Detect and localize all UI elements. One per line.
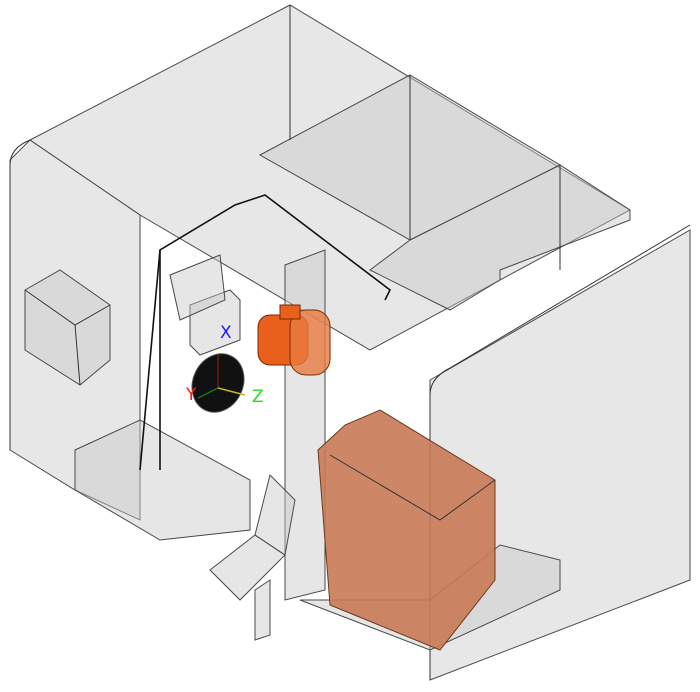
column (284, 249, 326, 601)
front-housing-corner (429, 224, 691, 680)
side-window (24, 269, 111, 386)
tool-changer (189, 289, 241, 356)
tool-holder (169, 254, 226, 321)
x-axis-label: X (220, 323, 232, 343)
roof-step (369, 164, 631, 311)
enclosure-rounded-corner (9, 139, 31, 450)
cabinet-edge (329, 454, 496, 521)
door-frame (139, 194, 392, 471)
side-window-edge (74, 324, 81, 386)
spindle-motor (257, 304, 331, 376)
base-platform (74, 419, 251, 541)
y-axis-label: Y (185, 385, 197, 405)
control-panel-screen (254, 474, 296, 556)
axis-triad: X Y Z (185, 323, 264, 407)
electrical-cabinet (317, 409, 496, 651)
control-panel-stand (254, 579, 271, 641)
z-axis-label: Z (252, 387, 264, 407)
